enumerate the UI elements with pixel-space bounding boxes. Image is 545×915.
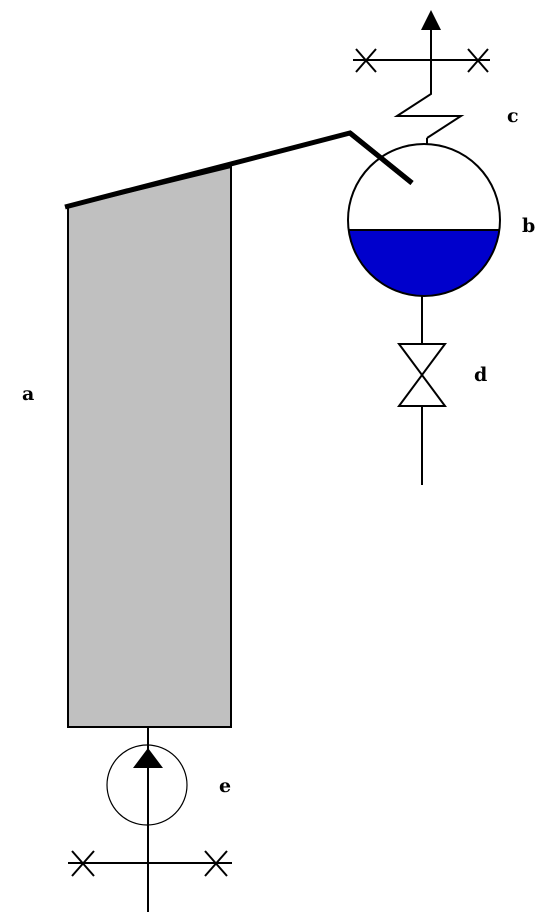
zigzag-icon [393,82,465,139]
cross-mark-icon [353,48,490,73]
vessel-inlet-pipe [348,131,414,185]
feed-cross-mark-icon [68,850,232,877]
vessel-outline [347,143,501,297]
label-b: b [522,215,535,237]
valve-icon [397,343,447,407]
column-a-body [67,165,232,728]
label-c: c [507,105,519,127]
label-e: e [219,775,231,797]
label-d: d [474,364,487,386]
vessel-b [347,143,501,297]
label-a: a [22,383,34,405]
pump-icon [106,744,188,826]
pump-arrow-icon [133,748,163,768]
up-arrow-icon [421,10,441,30]
